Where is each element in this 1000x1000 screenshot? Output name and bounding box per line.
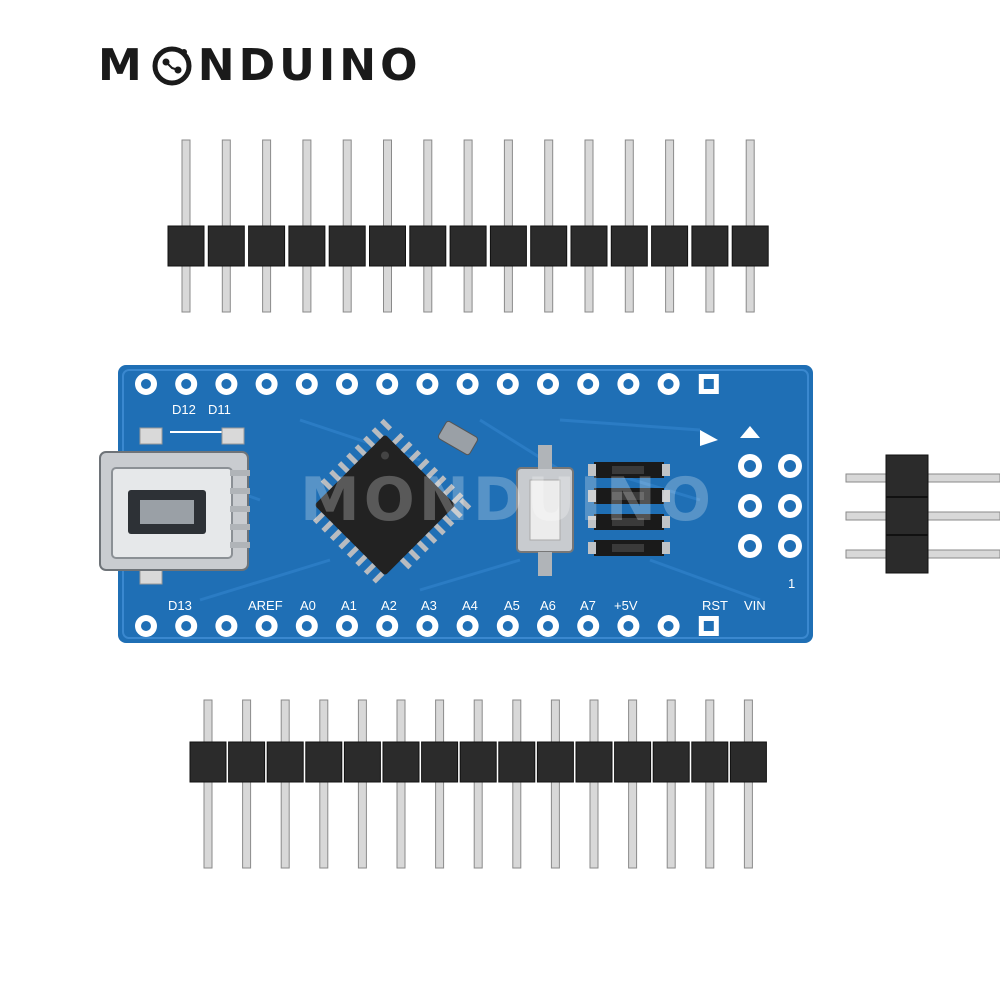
header-pin [731, 139, 769, 313]
header-pin [189, 699, 227, 869]
label-d11: D11 [208, 402, 231, 417]
header-pin [652, 699, 690, 869]
pin-label: RST [702, 598, 728, 613]
resistor-array [588, 462, 670, 556]
header-pin [614, 699, 652, 869]
bottom-pad-row [135, 615, 719, 637]
atmega-chip [315, 435, 455, 575]
header-pin [651, 139, 689, 313]
pin-label: A6 [540, 598, 556, 613]
header-pin [305, 699, 343, 869]
nano-board: D12 D11 D13 AREF A0 A1 A2 A3 A4 A5 A6 A7 +5V RST VIN [99, 365, 813, 643]
header-pin [409, 139, 447, 313]
pin-label: VIN [744, 598, 766, 613]
header-pin [691, 139, 729, 313]
pin-label: +5V [614, 598, 638, 613]
header-pin [610, 139, 648, 313]
header-pin [498, 699, 536, 869]
pin-label: A0 [300, 598, 316, 613]
bottom-pin-header [189, 699, 767, 869]
icsp-pin-header [845, 454, 1000, 574]
header-pin [449, 139, 487, 313]
pin-label: A3 [421, 598, 437, 613]
label-d12: D12 [172, 402, 196, 417]
header-pin [382, 699, 420, 869]
bottom-label-row: D13 AREF A0 A1 A2 A3 A4 A5 A6 A7 +5V RST VIN [168, 598, 766, 613]
icsp-pad-block [738, 454, 802, 558]
header-pin [691, 699, 729, 869]
pin-label: AREF [248, 598, 283, 613]
header-pin [369, 139, 406, 313]
header-pin [575, 699, 613, 869]
header-pin [288, 139, 326, 313]
reset-button [516, 445, 574, 576]
top-pin-header [167, 139, 769, 313]
logo-text-suffix: NDUINO [197, 40, 422, 91]
pin-label: A4 [462, 598, 478, 613]
led-tx [221, 427, 245, 445]
header-pin [459, 699, 497, 869]
header-pin [489, 139, 527, 313]
led-rx [139, 427, 163, 445]
pin-label: D13 [168, 598, 192, 613]
header-pin [228, 699, 266, 869]
header-pin [530, 139, 568, 313]
pin-label: A7 [580, 598, 596, 613]
header-pin [421, 699, 459, 869]
header-pin [167, 139, 205, 313]
top-pad-row [135, 373, 719, 395]
logo-text-prefix: M [98, 40, 146, 91]
pin-label: A2 [381, 598, 397, 613]
header-pin [536, 699, 574, 869]
mini-usb-port [99, 451, 250, 571]
led-bottom [139, 569, 163, 585]
circuit-o-icon [152, 46, 192, 85]
icsp-header-block [885, 454, 929, 574]
header-pin [343, 699, 381, 869]
header-pin [207, 139, 245, 313]
icsp-pin1-marker: 1 [788, 576, 795, 591]
header-pin [266, 699, 304, 869]
header-pin [570, 139, 608, 313]
pin-label: A5 [504, 598, 520, 613]
header-pin [248, 139, 286, 313]
header-pin [729, 699, 767, 869]
watermark-text: MONDUINO [300, 465, 715, 535]
pin-label: A1 [341, 598, 357, 613]
header-pin [328, 139, 366, 313]
brand-logo: M NDUINO [98, 40, 421, 91]
crystal [438, 420, 478, 456]
